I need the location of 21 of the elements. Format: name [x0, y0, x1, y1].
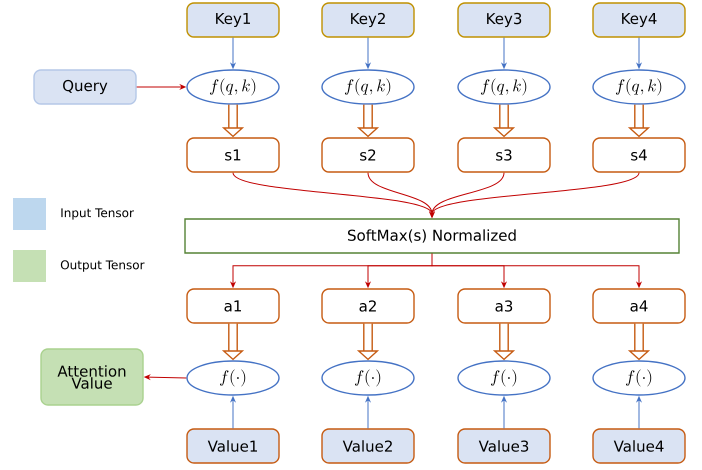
value-box: Value4: [592, 428, 686, 464]
score-box: s3: [457, 137, 551, 173]
weight-box: a1: [186, 288, 280, 324]
weight-box: a2: [321, 288, 415, 324]
output-box: Attention Value: [40, 348, 144, 406]
value-box: Value3: [457, 428, 551, 464]
score-box: s2: [321, 137, 415, 173]
key-box: Key1: [186, 2, 280, 38]
key-box: Key4: [592, 2, 686, 38]
value-box: Value2: [321, 428, 415, 464]
score-box: s4: [592, 137, 686, 173]
score-box: s1: [186, 137, 280, 173]
value-box: Value1: [186, 428, 280, 464]
query-box: Query: [33, 69, 137, 105]
key-box: Key2: [321, 2, 415, 38]
weight-box: a3: [457, 288, 551, 324]
softmax-box: SoftMax(s) Normalized: [184, 218, 680, 254]
key-box: Key3: [457, 2, 551, 38]
weight-box: a4: [592, 288, 686, 324]
legend-label: Input Tensor: [61, 208, 134, 220]
legend-label: Output Tensor: [60, 260, 145, 272]
